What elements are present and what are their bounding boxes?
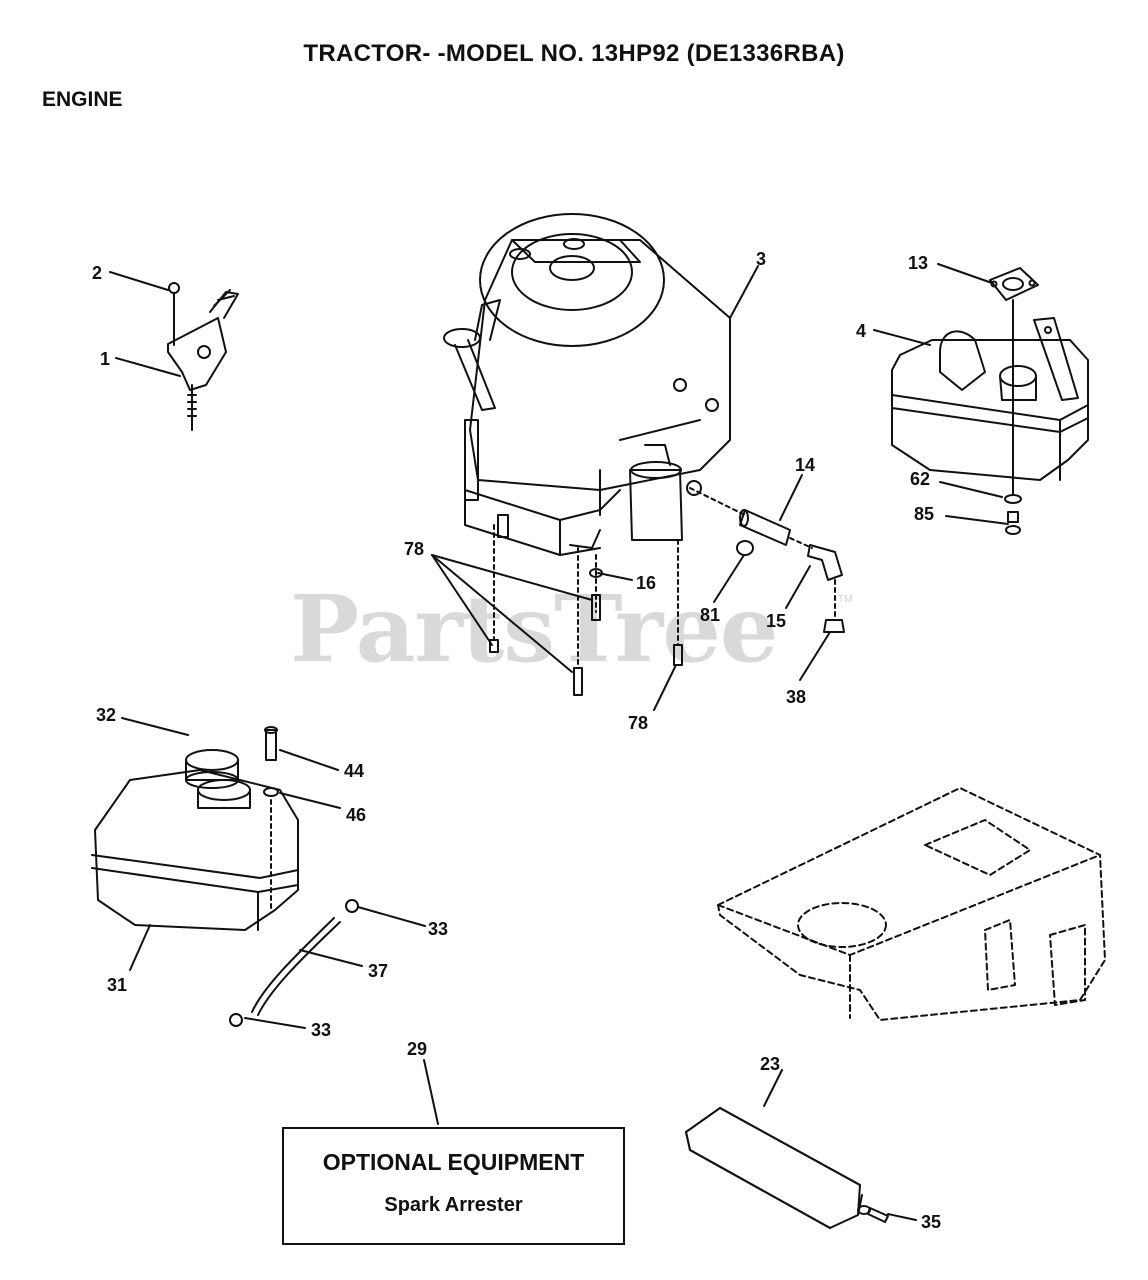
gasket-part (989, 267, 1039, 301)
shield-screw-part (857, 1205, 889, 1223)
fuel-cap-part (185, 749, 239, 789)
callout-1: 1 (100, 349, 111, 369)
callout-15: 15 (766, 611, 787, 631)
engine-bolts (489, 524, 683, 696)
callout-85: 85 (914, 504, 935, 524)
callout-78-bottom: 78 (628, 713, 649, 733)
callout-31: 31 (107, 975, 128, 995)
leader-lines (109, 263, 1009, 1221)
callout-32: 32 (96, 705, 117, 725)
callout-23: 23 (760, 1054, 781, 1074)
fuel-fittings (689, 487, 845, 633)
tractor-frame (717, 787, 1106, 1021)
fuel-line-parts (229, 899, 359, 1027)
diagram-title: TRACTOR- -MODEL NO. 13HP92 (DE1336RBA) (303, 40, 845, 67)
callout-78-top: 78 (404, 539, 425, 559)
callout-2: 2 (92, 263, 103, 283)
callout-81: 81 (700, 605, 721, 625)
callout-46: 46 (346, 805, 367, 825)
heat-shield-part (685, 1107, 863, 1229)
callout-37: 37 (368, 961, 389, 981)
callout-33-bottom: 33 (311, 1020, 332, 1040)
watermark: PartsTree (290, 575, 778, 683)
optional-equipment-box: OPTIONAL EQUIPMENT Spark Arrester (282, 1127, 625, 1245)
fuel-tank-part (91, 769, 299, 931)
throttle-control-part (167, 282, 239, 431)
muffler-part (891, 299, 1089, 496)
callout-3: 3 (756, 249, 767, 269)
callout-38: 38 (786, 687, 807, 707)
optional-equipment-item: Spark Arrester (384, 1194, 523, 1216)
callout-35: 35 (921, 1212, 942, 1232)
optional-equipment-title: OPTIONAL EQUIPMENT (322, 1149, 585, 1175)
callout-16: 16 (636, 573, 657, 593)
callout-29: 29 (407, 1039, 428, 1059)
callout-33-top: 33 (428, 919, 449, 939)
muffler-fasteners (1004, 494, 1022, 535)
callout-4: 4 (856, 321, 867, 341)
callout-44: 44 (344, 761, 365, 781)
engine-part (443, 213, 731, 556)
section-label: ENGINE (42, 88, 123, 111)
callout-14: 14 (795, 455, 816, 475)
tank-fasteners (263, 726, 279, 911)
callout-13: 13 (908, 253, 929, 273)
watermark-trademark: TM (838, 594, 853, 605)
callout-62: 62 (910, 469, 931, 489)
